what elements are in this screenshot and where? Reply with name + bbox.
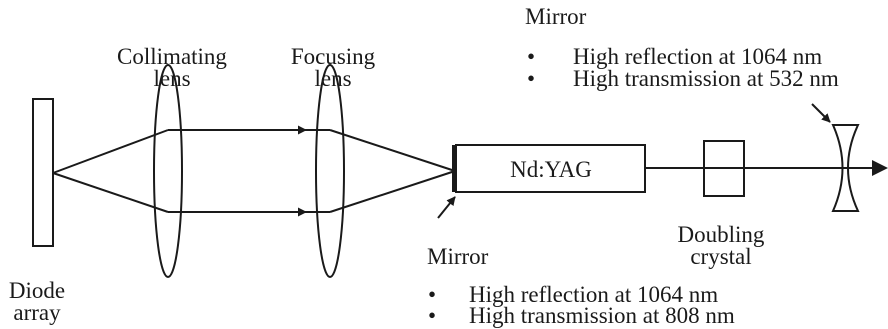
beam-diode-upper <box>52 129 169 174</box>
beam-diode-lower <box>52 172 169 213</box>
nd-yag-label: Nd:YAG <box>510 157 592 182</box>
mirror-top-bullet-2: • <box>527 66 535 91</box>
input-mirror-coating <box>452 145 457 192</box>
mirror-bottom-bullet-1-text: High reflection at 1064 nm <box>469 282 718 307</box>
collimating-lens-label-line1: Collimating <box>117 44 227 69</box>
mirror-top-bullet-2-text: High transmission at 532 nm <box>573 66 839 91</box>
mirror-bottom-bullet-2: • <box>428 303 436 328</box>
beam-focus-lower <box>329 170 456 213</box>
focusing-lens <box>315 64 345 278</box>
beam-focus-upper <box>329 129 456 172</box>
doubling-crystal-label-line2: crystal <box>690 244 751 269</box>
output-mirror-pointer <box>811 103 831 123</box>
mirror-top-bullet-1-text: High reflection at 1064 nm <box>573 44 822 69</box>
mirror-top-label: Mirror <box>525 4 587 29</box>
mirror-bottom-bullet-2-text: High transmission at 808 nm <box>469 303 735 328</box>
focusing-lens-label-line1: Focusing <box>291 44 376 69</box>
doubling-crystal <box>703 140 745 197</box>
focusing-lens-label-line2: lens <box>314 66 351 91</box>
diode-array <box>32 98 54 247</box>
mirror-top-bullet-1: • <box>527 44 535 69</box>
mirror-bottom-label: Mirror <box>427 244 489 269</box>
doubling-crystal-label-line1: Doubling <box>678 222 765 247</box>
diode-array-label-line1: Diode <box>9 278 65 303</box>
input-mirror-pointer <box>437 196 456 219</box>
output-mirror <box>831 124 860 212</box>
diode-array-label-line2: array <box>13 300 61 325</box>
collimating-lens <box>153 64 183 278</box>
mirror-bottom-bullet-1: • <box>428 282 436 307</box>
beam-output-arrowhead <box>872 160 888 176</box>
